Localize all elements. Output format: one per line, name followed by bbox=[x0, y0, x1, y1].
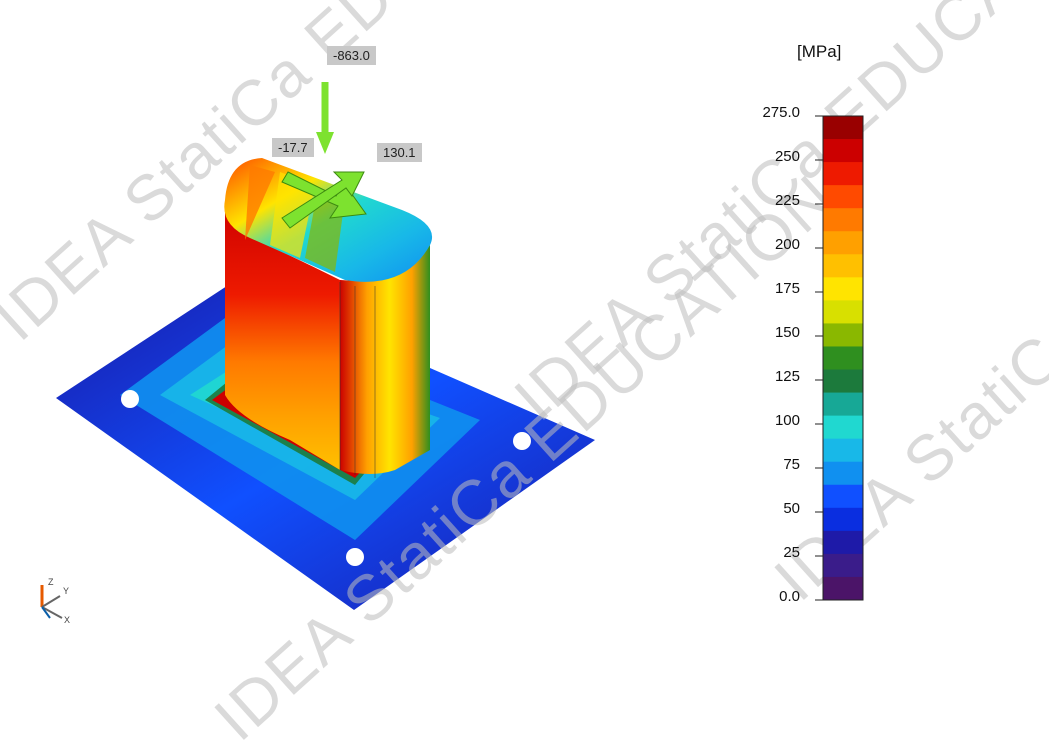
legend-color-segment bbox=[823, 346, 863, 371]
legend-color-segment bbox=[823, 231, 863, 255]
legend-tick-label: 150 bbox=[774, 324, 800, 341]
legend-color-segment bbox=[823, 392, 863, 417]
legend-color-segment bbox=[823, 116, 863, 140]
force-label-shear-y: 130.1 bbox=[377, 143, 422, 162]
legend-color-segment bbox=[823, 461, 863, 486]
legend-color-segment bbox=[823, 300, 863, 324]
axis-triad bbox=[40, 585, 63, 619]
force-label-vertical: -863.0 bbox=[327, 46, 376, 65]
legend-color-segment bbox=[823, 484, 863, 509]
legend-tick-label: 50 bbox=[783, 500, 800, 517]
legend-color-segment bbox=[823, 185, 863, 209]
legend-unit: [MPa] bbox=[797, 42, 842, 61]
legend-color-segment bbox=[823, 576, 863, 601]
legend-frame bbox=[822, 115, 864, 601]
legend-color-segment bbox=[823, 530, 863, 555]
bolt-hole[interactable] bbox=[513, 432, 531, 450]
legend-tick-label: 0.0 bbox=[779, 588, 800, 605]
legend-color-segment bbox=[823, 553, 863, 578]
legend-tick-label: 125 bbox=[774, 368, 800, 385]
legend-color-segment bbox=[823, 277, 863, 301]
bolt-hole[interactable] bbox=[346, 548, 364, 566]
model-canvas[interactable] bbox=[0, 0, 1049, 653]
legend-color-bar bbox=[815, 115, 864, 601]
legend-color-segment bbox=[823, 438, 863, 463]
axis-label-y: Y bbox=[63, 586, 70, 596]
legend-tick-label: 100 bbox=[774, 412, 800, 429]
legend-tick-label: 175 bbox=[774, 280, 800, 297]
legend-color-segment bbox=[823, 507, 863, 532]
legend-color-segment bbox=[823, 415, 863, 440]
axis-label-z: Z bbox=[48, 577, 54, 587]
force-label-shear-x: -17.7 bbox=[272, 138, 314, 157]
force-arrows[interactable] bbox=[281, 82, 367, 229]
legend-color-segment bbox=[823, 254, 863, 278]
legend-color-segment bbox=[823, 208, 863, 232]
legend-tick-label: 200 bbox=[774, 236, 800, 253]
legend-color-segment bbox=[823, 369, 863, 394]
legend-tick-label: 250 bbox=[774, 148, 800, 165]
legend-tick-label: 75 bbox=[783, 456, 800, 473]
legend-color-segment bbox=[823, 139, 863, 163]
legend-color-segment bbox=[823, 162, 863, 186]
legend-color-segment bbox=[823, 323, 863, 347]
axis-label-x: X bbox=[64, 615, 71, 625]
bolt-hole[interactable] bbox=[121, 390, 139, 408]
legend-tick-label: 25 bbox=[783, 544, 800, 561]
legend-tick-label: 275.0 bbox=[762, 104, 800, 121]
legend-tick-label: 225 bbox=[774, 192, 800, 209]
